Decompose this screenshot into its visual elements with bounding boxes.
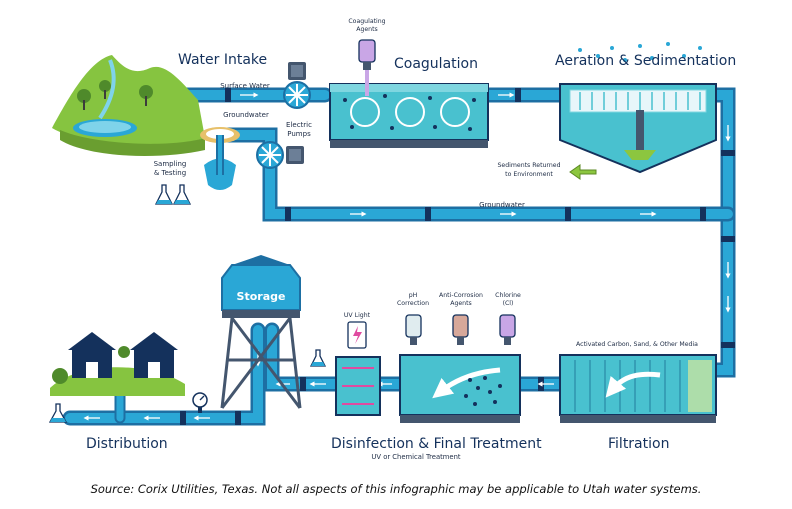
stage-disinfection: Disinfection & Final Treatment	[331, 436, 542, 452]
coagulating-agents-label-1: Coagulating	[348, 18, 385, 25]
storage-label: Storage	[237, 290, 286, 303]
anti-corrosion-label-2: Agents	[450, 300, 472, 307]
anti-corrosion-label-1: Anti-Corrosion	[439, 292, 483, 299]
ph-label-1: pH	[409, 292, 418, 299]
distribution-area	[50, 332, 185, 396]
pump-surface	[283, 62, 311, 109]
disinfection-tank	[399, 314, 521, 423]
stage-aeration: Aeration & Sedimentation	[555, 53, 736, 69]
storage-tower	[220, 255, 302, 409]
sampling-label-2: & Testing	[154, 169, 186, 177]
chlorine-label-2: (Cl)	[503, 300, 514, 307]
sediments-label-1: Sediments Returned	[497, 162, 560, 169]
groundwater-top-label: Groundwater	[223, 111, 269, 119]
groundwater-pipe-label: Groundwater	[479, 201, 525, 209]
pipe-network	[62, 87, 736, 426]
disinfection-sublabel: UV or Chemical Treatment	[371, 453, 461, 461]
filtration-tank	[559, 354, 717, 423]
groundwater-well	[200, 127, 240, 190]
sediments-label-2: to Environment	[505, 171, 553, 178]
house-icon	[130, 332, 178, 378]
electric-pumps-label-2: Pumps	[287, 130, 311, 138]
pressure-gauge-icon	[192, 392, 208, 413]
stage-distribution: Distribution	[86, 436, 168, 452]
pump-groundwater	[256, 141, 304, 169]
disinfection-flask-icon	[309, 349, 327, 367]
chlorine-label-1: Chlorine	[495, 292, 521, 299]
house-icon	[68, 332, 116, 378]
sampling-label-1: Sampling	[154, 160, 187, 168]
uv-light-label: UV Light	[344, 312, 371, 319]
electric-pumps-label-1: Electric	[286, 121, 312, 129]
water-intake-landscape	[52, 55, 205, 156]
stage-water-intake: Water Intake	[178, 52, 267, 68]
flow-arrows	[83, 92, 731, 421]
ph-label-2: Correction	[397, 300, 429, 307]
source-caption: Source: Corix Utilities, Texas. Not all …	[90, 482, 702, 496]
distribution-flask-icon	[48, 403, 68, 423]
stage-filtration: Filtration	[608, 436, 669, 452]
stage-coagulation: Coagulation	[394, 56, 478, 72]
filter-media-label: Activated Carbon, Sand, & Other Media	[576, 341, 698, 348]
coagulation-tank	[329, 39, 489, 148]
sampling-flasks-icon	[154, 184, 192, 205]
aeration-tank	[559, 42, 717, 180]
uv-unit	[335, 321, 381, 416]
surface-water-label: Surface Water	[220, 82, 270, 90]
coagulating-agents-label-2: Agents	[356, 26, 378, 33]
